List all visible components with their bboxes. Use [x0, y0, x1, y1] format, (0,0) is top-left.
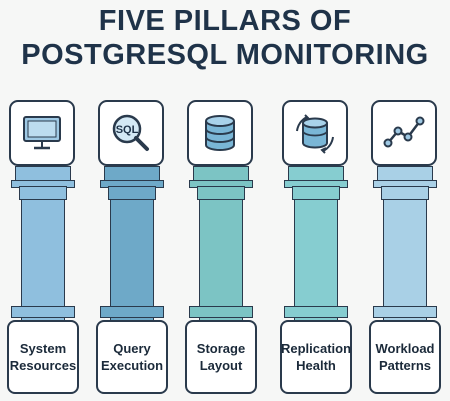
- pillar-label: Query Execution: [96, 320, 168, 394]
- sql-magnifier-icon: SQL: [112, 114, 149, 151]
- pillar-label-line1: System: [19, 341, 67, 356]
- icon-box: [187, 100, 253, 166]
- pillar-echinus: [19, 186, 67, 200]
- pillar-storage-layout: Storage Layout: [185, 100, 257, 394]
- database-sync-icon: [296, 114, 334, 154]
- title-line-2: POSTGRESQL MONITORING: [21, 39, 429, 71]
- icon-box: [371, 100, 437, 166]
- pillar-workload-patterns: Workload Patterns: [369, 100, 441, 394]
- database-icon: [205, 115, 235, 151]
- pillar-label-line2: Health: [296, 358, 336, 373]
- pillar-base: [373, 306, 437, 318]
- pillar-label: Replication Health: [280, 320, 352, 394]
- line-trend-icon: [383, 116, 425, 148]
- pillar-base: [284, 306, 348, 318]
- pillar-base: [11, 306, 75, 318]
- pillar-label-line1: Workload: [375, 341, 435, 356]
- pillar-label: Workload Patterns: [369, 320, 441, 394]
- pillar-replication-health: Replication Health: [280, 100, 352, 394]
- pillar-label-line1: Replication: [280, 341, 352, 356]
- pillar-echinus: [108, 186, 156, 200]
- icon-box: [9, 100, 75, 166]
- pillar-system-resources: System Resources: [7, 100, 79, 394]
- page-title: FIVE PILLARS OF POSTGRESQL MONITORING: [0, 4, 450, 72]
- sql-text: SQL: [116, 124, 139, 136]
- pillar-base: [189, 306, 253, 318]
- pillar-label-line2: Layout: [199, 358, 243, 373]
- pillar-label: System Resources: [7, 320, 79, 394]
- pillar-label-line2: Patterns: [378, 358, 432, 373]
- pillar-label-line2: Resources: [9, 358, 77, 373]
- pillar-label-line1: Storage: [196, 341, 246, 356]
- pillar-label: Storage Layout: [185, 320, 257, 394]
- icon-box: SQL: [98, 100, 164, 166]
- pillar-echinus: [292, 186, 340, 200]
- pillar-base: [100, 306, 164, 318]
- monitor-icon: [23, 116, 61, 150]
- title-line-1: FIVE PILLARS OF: [98, 5, 352, 37]
- pillar-echinus: [381, 186, 429, 200]
- pillar-label-line1: Query: [113, 341, 151, 356]
- pillar-label-line2: Execution: [100, 358, 164, 373]
- pillar-query-execution: SQL Query Execution: [96, 100, 168, 394]
- icon-box: [282, 100, 348, 166]
- pillar-echinus: [197, 186, 245, 200]
